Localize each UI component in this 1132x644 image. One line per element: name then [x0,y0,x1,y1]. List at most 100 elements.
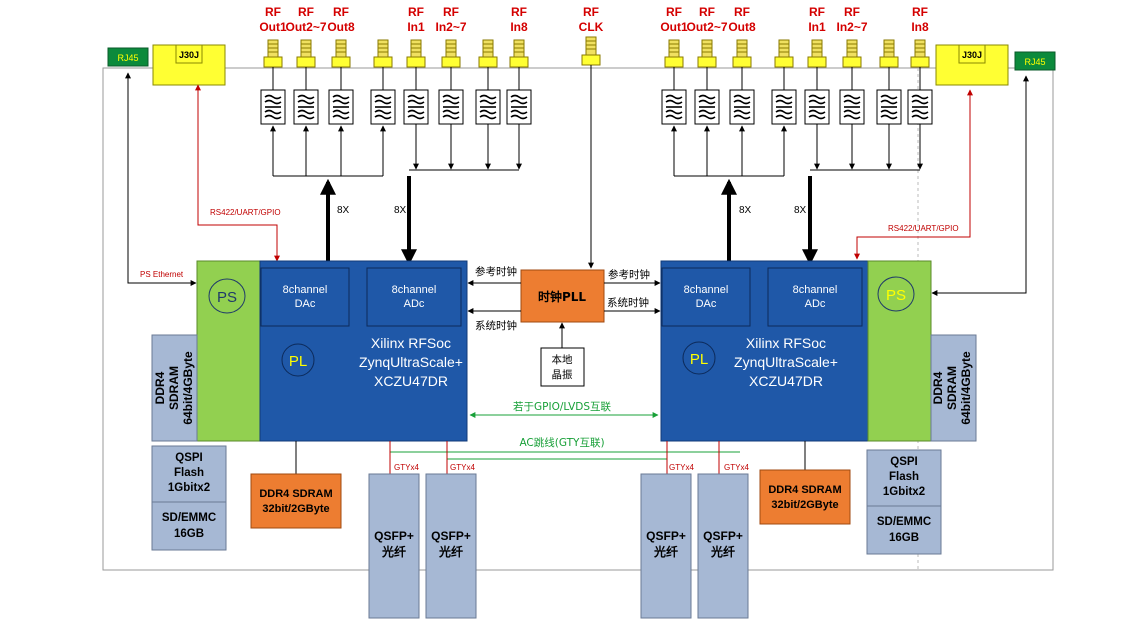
fpga-chip-left: 8channel DAc 8channel ADc PL Xilinx RFSo… [259,260,468,442]
ddr4-right-line1: DDR4 [931,371,945,404]
ddr4-side-right: DDR4 SDRAM 64bit/4GByte [930,334,977,442]
rf-clk-line1: RF [583,5,599,19]
sma-connector-extra-l0 [373,39,393,68]
rj45-left-label: RJ45 [117,53,138,63]
qsfp-3[interactable]: QSFP+ 光纤 [640,473,692,619]
rf-fan-buses [270,124,923,177]
rf-label-l3-line2: In1 [407,20,425,34]
qspi-left: QSPI Flash 1Gbitx2 [151,445,227,503]
chip-right-line1: Xilinx RFSoc [746,335,826,351]
qsfp-1-line2: 光纤 [381,544,406,559]
clock-pll: 时钟PLL [520,269,605,323]
transformer-l4 [438,67,464,125]
bus-8x-3: 8X [739,205,752,216]
clk-sma-connector [581,36,601,66]
emmc-left-line2: 16GB [174,528,204,540]
sma-connector-l5 [509,39,529,68]
rf-label-r5-line2: In8 [911,20,929,34]
rf-label-r5-line1: RF [912,5,928,19]
rf-label-r3-line1: RF [809,5,825,19]
dac-left-line2: DAc [295,298,316,310]
transformer-l2 [328,67,354,125]
xtal-line2: 晶振 [552,368,573,381]
qsfp-2-line2: 光纤 [438,544,463,559]
rs422-line-right [854,89,973,260]
adc-right-line2: ADc [805,298,826,310]
transformer-r5 [907,67,933,125]
transformer-r1 [694,67,720,125]
qspi-left-line1: QSPI [175,452,202,464]
chip-left-line3: XCZU47DR [374,373,448,389]
ddr4-side-left: DDR4 SDRAM 64bit/4GByte [151,334,198,442]
ps-ethernet-line-left [125,72,197,286]
qspi-right-line3: 1Gbitx2 [883,486,925,498]
xtal-line1: 本地 [552,353,573,366]
emmc-right: SD/EMMC 16GB [866,505,942,555]
transformer-r3 [804,67,830,125]
sma-connector-r5 [910,39,930,68]
ps-ethernet-label: PS Ethernet [140,270,184,279]
emmc-right-line1: SD/EMMC [877,516,931,528]
j30j-left[interactable]: J30J [152,44,226,86]
rf-clk-label: RF CLK [579,5,604,34]
rf-label-l2-line2: Out8 [327,20,355,34]
chip-left-line2: ZynqUltraScale+ [359,354,463,370]
rf-label-l0-line2: Out1 [259,20,287,34]
qsfp-3-line1: QSFP+ [646,529,686,543]
rf-transformers [260,67,933,125]
ac-gty-label: AC跳线(GTY互联) [519,436,604,449]
j30j-right[interactable]: J30J [935,44,1009,86]
ps-block-left: PS [196,260,261,442]
ref-clock-right-label: 参考时钟 [608,268,650,281]
rf-label-r0-line2: Out1 [660,20,688,34]
dac-left-line1: 8channel [283,284,328,296]
sys-clock-right-label: 系统时钟 [607,296,649,309]
bus-8x-4: 8X [794,205,807,216]
qspi-left-line2: Flash [174,467,204,479]
qsfp-4[interactable]: QSFP+ 光纤 [697,473,749,619]
ddr4-pl-right: DDR4 SDRAM 32bit/2GByte [759,469,851,525]
board-outline [102,67,1054,571]
rf-clk-line2: CLK [579,20,604,34]
sma-connectors [263,39,930,68]
sma-connector-l4 [441,39,461,68]
adc-left-line2: ADc [404,298,425,310]
rj45-right[interactable]: RJ45 [1014,51,1056,71]
rf-label-l1-line2: Out2~7 [285,20,326,34]
j30j-right-label: J30J [962,50,982,60]
pl-left-label: PL [289,353,307,370]
ddr4-pl-left: DDR4 SDRAM 32bit/2GByte [250,473,342,529]
ps-block-right: PS [867,260,932,442]
sma-connector-extra-r0 [774,39,794,68]
rj45-left[interactable]: RJ45 [107,47,149,67]
rf-label-r4-line1: RF [844,5,860,19]
ref-clock-left-label: 参考时钟 [475,265,517,278]
sma-connector-r1 [697,39,717,68]
dac-fan-right [671,125,787,177]
transformer-r4 [839,67,865,125]
qspi-right-line2: Flash [889,471,919,483]
chip-right-line3: XCZU47DR [749,373,823,389]
rs422-line-left [195,84,280,262]
local-crystal: 本地 晶振 [540,347,585,387]
ps-left-label: PS [217,289,237,306]
ddr4-pl-left-line2: 32bit/2GByte [262,503,329,515]
chip-right-line2: ZynqUltraScale+ [734,354,838,370]
rs422-left-label: RS422/UART/GPIO [210,208,281,217]
rf-label-l2-line1: RF [333,5,349,19]
bus-8x-2: 8X [394,205,407,216]
qsfp-1[interactable]: QSFP+ 光纤 [368,473,420,619]
bus-8x-1: 8X [337,205,350,216]
adc-fan-left [409,124,522,171]
transformer-l0 [260,67,286,125]
ps-ethernet-line-right [931,75,1029,296]
sma-connector-l0 [263,39,283,68]
qsfp-2[interactable]: QSFP+ 光纤 [425,473,477,619]
rf-label-r1-line2: Out2~7 [686,20,727,34]
dac-right-line1: 8channel [684,284,729,296]
sys-clock-left-label: 系统时钟 [475,319,517,332]
sma-connector-l3 [406,39,426,68]
